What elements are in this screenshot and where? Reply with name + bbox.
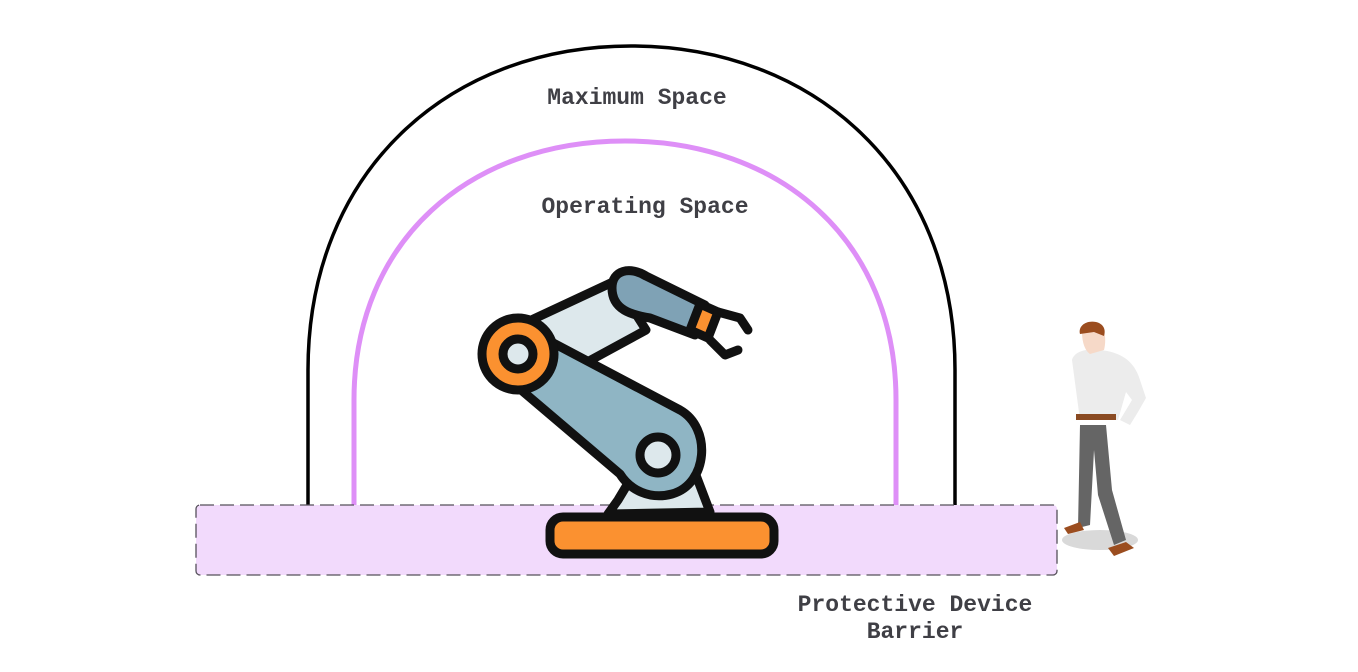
standing-worker-icon bbox=[1062, 321, 1146, 556]
operating-space-label: Operating Space bbox=[541, 194, 749, 220]
maximum-space-label: Maximum Space bbox=[547, 85, 727, 111]
maximum-space-arch bbox=[306, 44, 957, 505]
protective-barrier-label-line2: Barrier bbox=[866, 619, 964, 645]
operating-space-arch bbox=[351, 138, 899, 505]
protective-barrier-label-line1: Protective Device bbox=[797, 592, 1033, 618]
protective-barrier-label: Protective Device Barrier bbox=[765, 592, 1065, 646]
industrial-robot-arm-icon bbox=[477, 266, 779, 559]
